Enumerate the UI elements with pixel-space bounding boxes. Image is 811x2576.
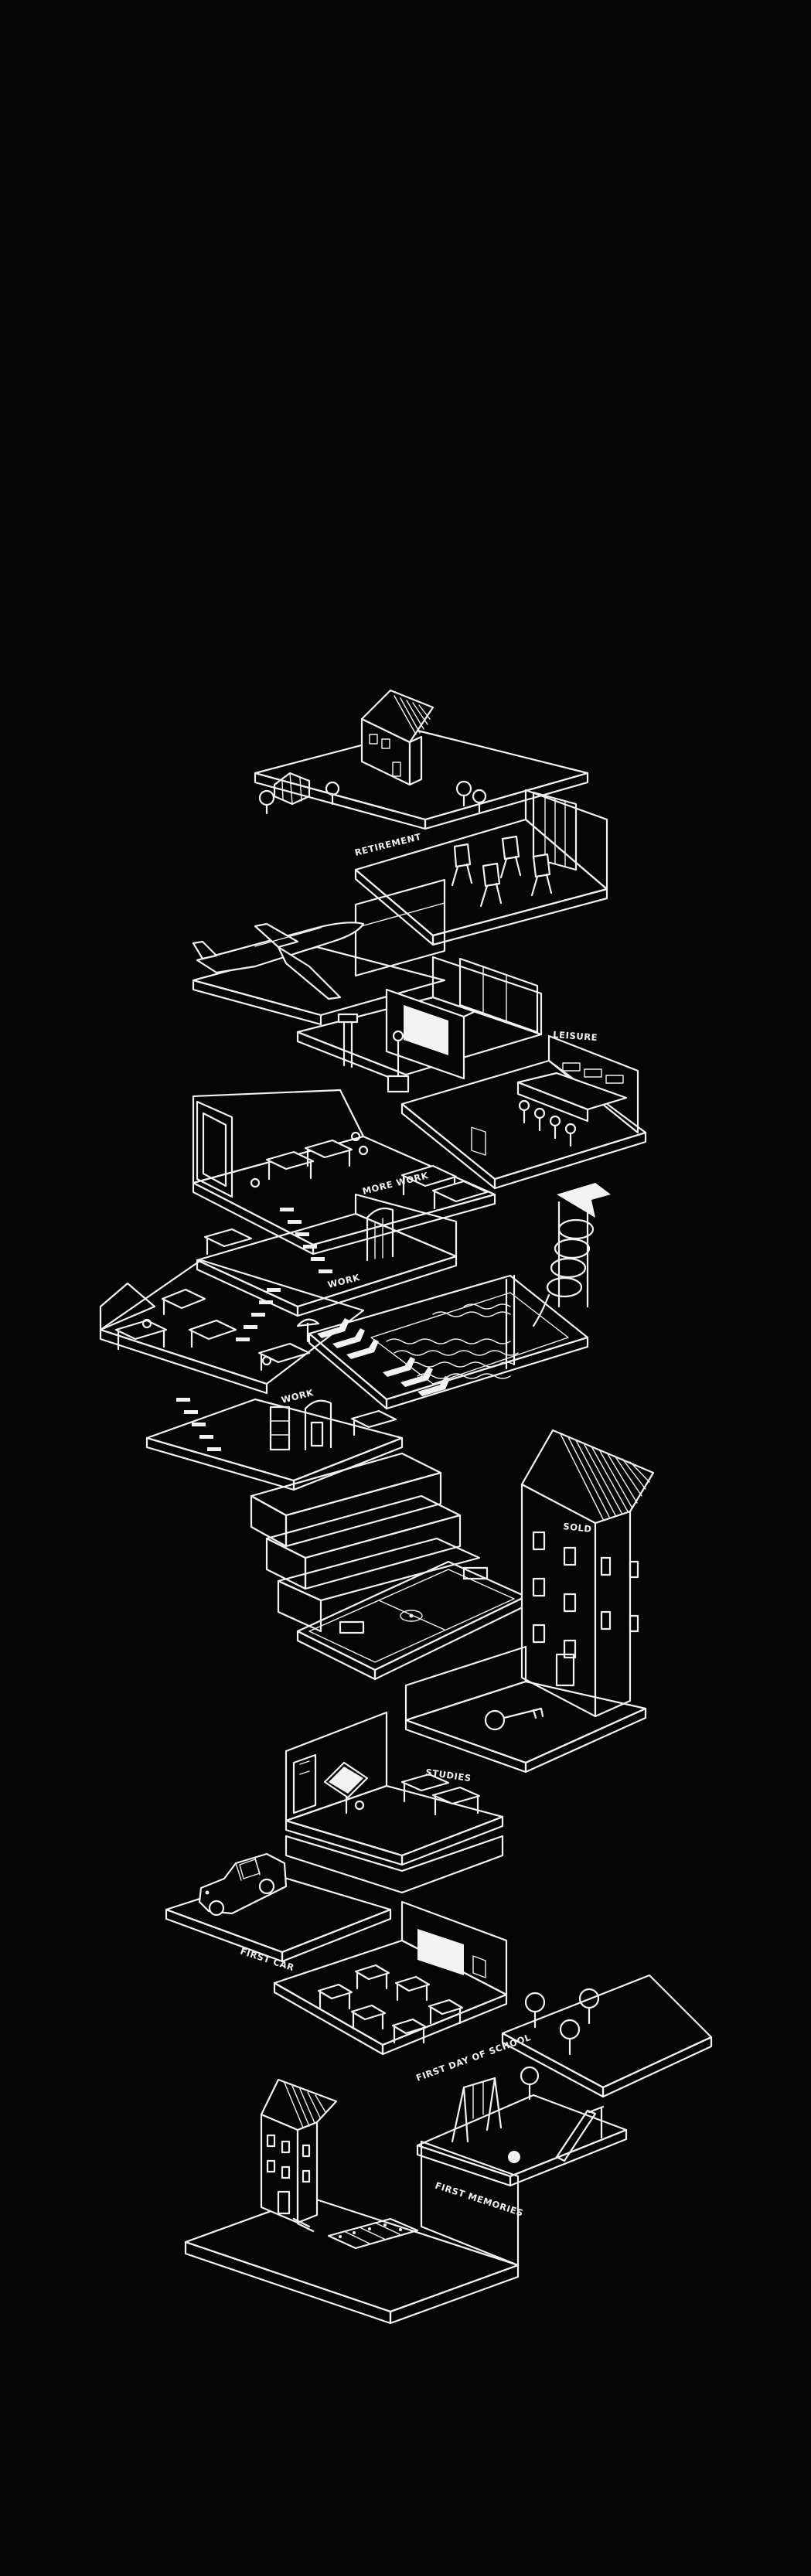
ball-icon — [508, 2151, 520, 2163]
